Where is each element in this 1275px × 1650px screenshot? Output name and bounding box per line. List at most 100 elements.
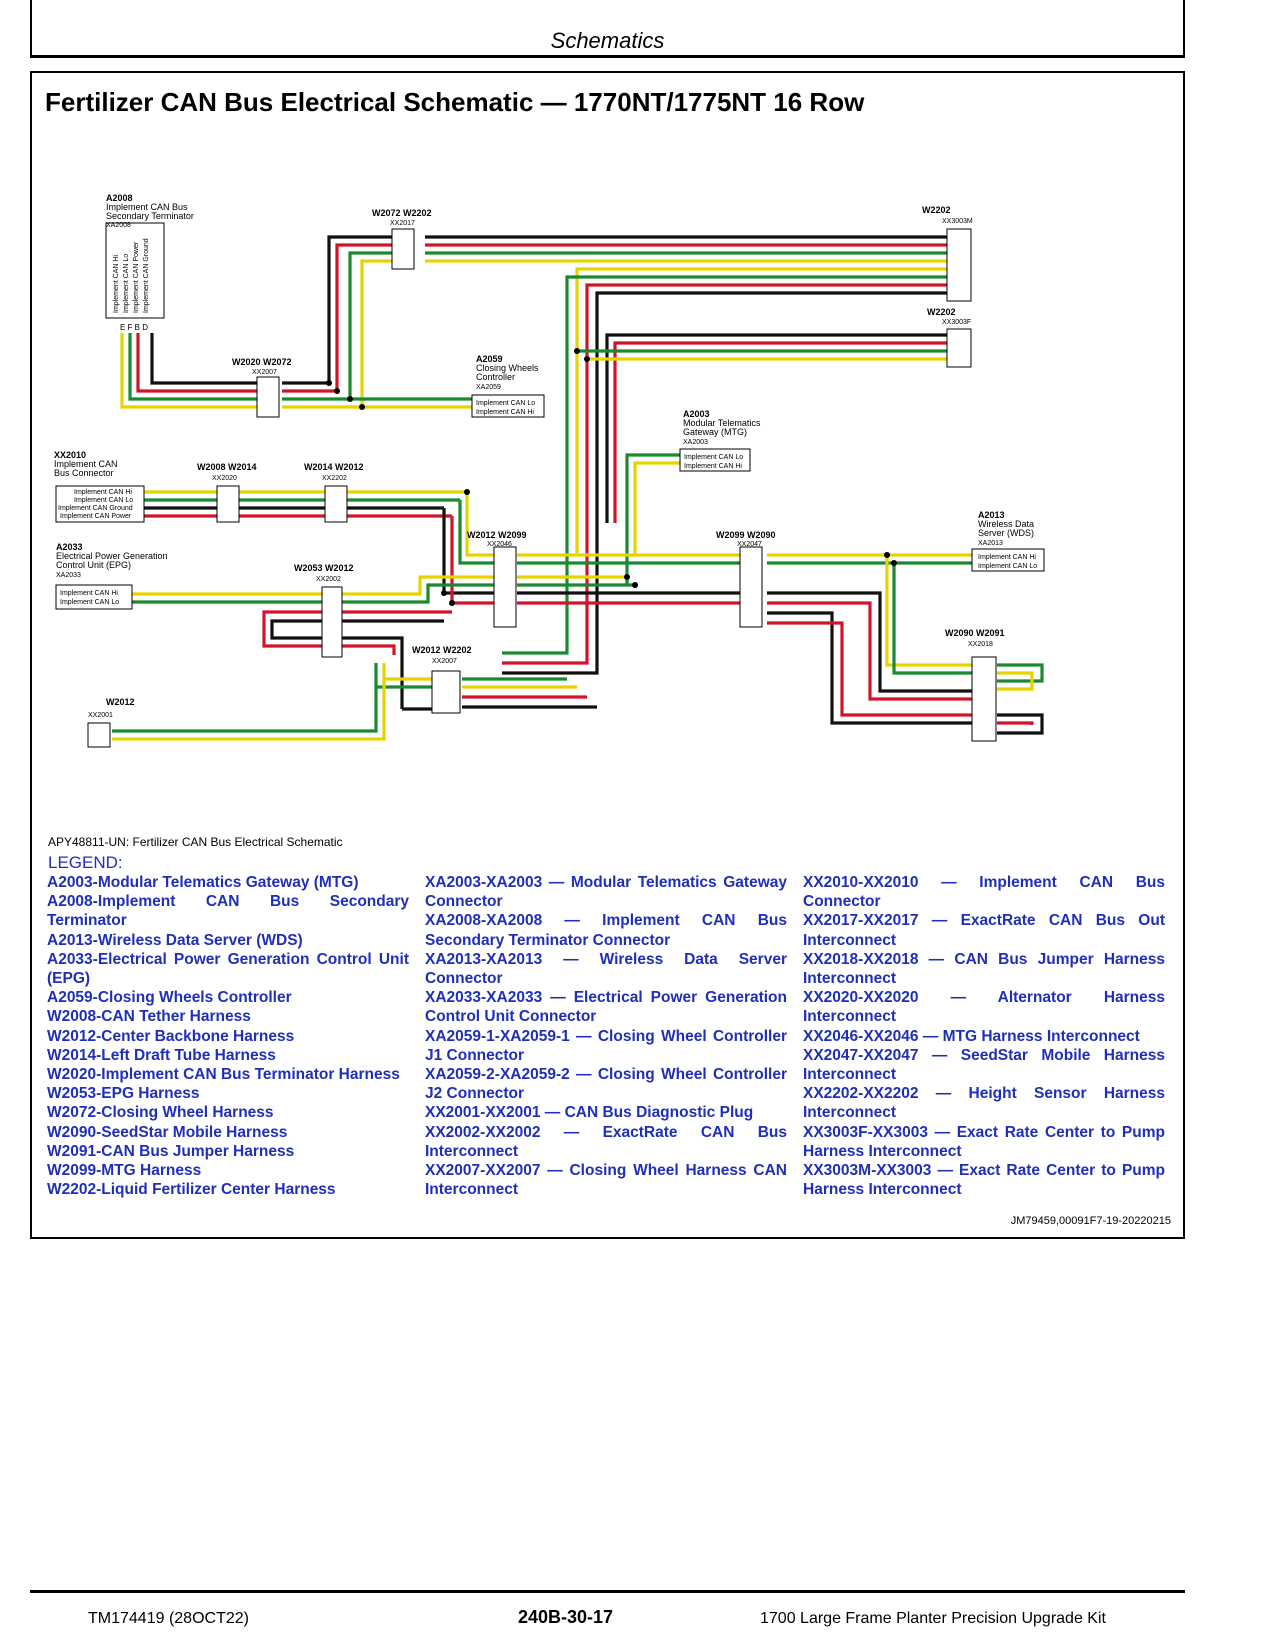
a2013-conn: XA2013	[978, 540, 1003, 547]
components	[55, 222, 1045, 748]
xx2001-connector	[87, 722, 111, 748]
xx3003m-connector	[946, 228, 972, 302]
xx2202-connector	[324, 485, 348, 523]
legend-item: XX2007-XX2007 — Closing Wheel Harness CA…	[425, 1162, 787, 1199]
a2003-pin2: Implement CAN Hi	[684, 463, 742, 470]
legend-item: W2053-EPG Harness	[47, 1085, 200, 1103]
wire-red	[342, 644, 396, 655]
wire-black	[767, 611, 972, 725]
xx2010-name2: Bus Connector	[54, 468, 114, 478]
wire-yellow	[997, 671, 1034, 691]
xx2007-lower-id: W2012 W2202	[412, 645, 472, 655]
a2033-id: A2033	[56, 542, 83, 552]
legend-item: XX2017-XX2017 — ExactRate CAN Bus Out In…	[803, 912, 1165, 949]
legend-item: XX3003M-XX3003 — Exact Rate Center to Pu…	[803, 1162, 1165, 1199]
a2059-name2: Controller	[476, 372, 515, 382]
wire-yellow	[633, 461, 680, 555]
legend-item: XA2033-XA2033 — Electrical Power Generat…	[425, 989, 787, 1026]
xx2020-connector	[216, 485, 240, 523]
a2003-id: A2003	[683, 409, 710, 419]
legend-item: A2033-Electrical Power Generation Contro…	[47, 950, 409, 988]
wires	[112, 235, 1044, 741]
wire-green	[112, 687, 378, 733]
wire-green	[625, 453, 680, 585]
wire-black	[997, 713, 1044, 735]
legend-item: A2003-Modular Telematics Gateway (MTG)	[47, 874, 359, 891]
xx2047-id: W2099 W2090	[716, 530, 776, 540]
xx2002-connector	[321, 586, 343, 658]
wire-red	[613, 341, 947, 523]
xx2202-conn: XX2202	[322, 475, 347, 482]
xx2002-id: W2053 W2012	[294, 563, 354, 573]
wire-yellow	[575, 267, 947, 553]
a2033-name1: Electrical Power Generation	[56, 551, 168, 561]
legend-item: XX2020-XX2020 — Alternator Harness Inter…	[803, 989, 1165, 1026]
legend-item: XX2002-XX2002 — ExactRate CAN Bus Interc…	[425, 1123, 787, 1160]
a2008-conn: XA2008	[106, 222, 131, 229]
wire-green	[458, 500, 502, 565]
footer-rule	[30, 1590, 1185, 1593]
xx2002-conn: XX2002	[316, 576, 341, 583]
section-title: Schematics	[550, 28, 665, 53]
wire-yellow	[885, 555, 972, 667]
wiring-diagram: A2008 Implement CAN Bus Secondary Termin…	[54, 193, 1045, 748]
a2013-id: A2013	[978, 510, 1005, 520]
reference-code: JM79459,00091F7-19-20220215	[1010, 1215, 1171, 1227]
legend-item: W2020-Implement CAN Bus Terminator Harne…	[47, 1066, 400, 1084]
a2003-pin1: Implement CAN Lo	[684, 454, 743, 461]
legend-item: XX2010-XX2010 — Implement CAN Bus Connec…	[803, 874, 1165, 911]
footer-left: TM174419 (28OCT22)	[88, 1610, 249, 1627]
wire-green	[342, 583, 502, 604]
xx2007-lower-conn: XX2007	[432, 658, 457, 665]
xx2001-id: W2012	[106, 697, 135, 707]
legend-heading: LEGEND:	[48, 853, 123, 872]
xx2001-conn: XX2001	[88, 712, 113, 719]
a2013-name1: Wireless Data	[978, 519, 1034, 529]
legend-item: W2202-Liquid Fertilizer Center Harness	[47, 1181, 336, 1199]
legend-item: A2013-Wireless Data Server (WDS)	[47, 931, 303, 949]
labels: A2008 Implement CAN Bus Secondary Termin…	[54, 193, 1037, 719]
wire-black	[767, 591, 972, 693]
wire-yellow	[112, 679, 386, 741]
legend-item: XX2047-XX2047 — SeedStar Mobile Harness …	[803, 1046, 1165, 1084]
legend-item: XX3003F-XX3003 — Exact Rate Center to Pu…	[803, 1123, 1165, 1160]
wire-black	[270, 619, 322, 640]
a2008-id: A2008	[106, 193, 133, 203]
schematic-panel: Fertilizer CAN Bus Electrical Schematic …	[30, 71, 1185, 1239]
wire-black	[605, 333, 947, 523]
xx2017-connector	[391, 228, 415, 270]
xx2010-id: XX2010	[54, 450, 86, 460]
legend-item: XA2013-XA2013 — Wireless Data Server Con…	[425, 950, 787, 988]
xx2007-left-conn: XX2007	[252, 369, 277, 376]
legend-item: XX2001-XX2001 — CAN Bus Diagnostic Plug	[425, 1104, 754, 1122]
xx2010-name1: Implement CAN	[54, 459, 118, 469]
wire-red	[262, 610, 322, 648]
wire-red	[502, 283, 947, 665]
legend-item: XA2059-2-XA2059-2 — Closing Wheel Contro…	[425, 1066, 787, 1103]
a2059-pin2: Implement CAN Hi	[476, 409, 534, 416]
xx2007-left-connector	[256, 376, 280, 418]
a2008-pin3: Implement CAN Power	[133, 241, 140, 313]
a2059-conn: XA2059	[476, 384, 501, 391]
legend-item: W2090-SeedStar Mobile Harness	[47, 1123, 288, 1141]
legend-column-1: A2003-Modular Telematics Gateway (MTG) A…	[47, 873, 409, 1199]
a2008-terminator	[105, 222, 165, 319]
legend-item: W2099-MTG Harness	[47, 1162, 202, 1180]
wire-green	[997, 663, 1044, 683]
xx2202-id: W2014 W2012	[304, 462, 364, 472]
footer-page-number: 240B-30-17	[518, 1607, 614, 1627]
legend-column-3: XX2010-XX2010 — Implement CAN Bus Connec…	[803, 873, 1165, 1199]
xx3003f-id: W2202	[927, 307, 956, 317]
xx2007-lower-connector	[431, 670, 461, 714]
a2003-name1: Modular Telematics	[683, 418, 761, 428]
a2033-pin1: Implement CAN Hi	[60, 590, 118, 597]
a2008-name1: Implement CAN Bus	[106, 202, 188, 212]
a2008-pin-letters: E F B D	[120, 323, 148, 332]
a2008-pin2: Implement CAN Lo	[123, 254, 130, 313]
legend-item: XX2018-XX2018 — CAN Bus Jumper Harness I…	[803, 950, 1165, 988]
wire-red	[767, 621, 972, 717]
a2008-pin1: Implement CAN Hi	[113, 255, 120, 313]
a2008-pin4: Implement CAN Ground	[143, 238, 150, 313]
a2059-controller	[471, 394, 545, 418]
legend-item: W2012-Center Backbone Harness	[47, 1027, 295, 1045]
